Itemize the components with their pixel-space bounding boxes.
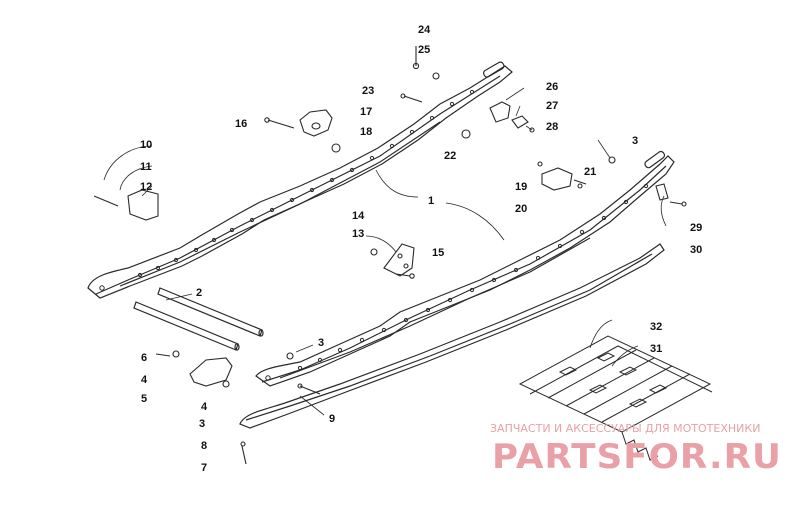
callout-3: 3	[632, 135, 638, 147]
callout-12: 12	[140, 181, 152, 193]
callout-16: 16	[235, 118, 247, 130]
leader-lines	[103, 87, 667, 416]
callout-25: 25	[418, 44, 430, 56]
callout-10: 10	[140, 139, 152, 151]
callout-29: 29	[690, 222, 702, 234]
callout-15: 15	[432, 247, 444, 259]
rail-lower-right-holes	[265, 183, 649, 381]
callout-11: 11	[140, 161, 152, 173]
callout-6: 6	[141, 352, 147, 364]
callout-24: 24	[418, 24, 431, 36]
callout-22: 22	[444, 150, 456, 162]
rail-upper-left-holes	[99, 89, 475, 291]
callout-4: 4	[141, 374, 148, 386]
callout-17: 17	[360, 106, 372, 118]
callout-23: 23	[362, 85, 374, 97]
hardware-parts	[93, 46, 687, 465]
track-section	[518, 335, 713, 461]
callout-8: 8	[201, 440, 207, 452]
callout-20: 20	[515, 203, 527, 215]
callout-3: 3	[318, 337, 324, 349]
slide-wear-strip	[239, 243, 665, 429]
callout-4: 4	[201, 401, 208, 413]
callout-27: 27	[546, 100, 558, 112]
callout-7: 7	[201, 462, 207, 474]
callout-5: 5	[141, 393, 147, 405]
callout-9: 9	[329, 413, 335, 425]
callout-13: 13	[352, 228, 364, 240]
callout-19: 19	[515, 181, 527, 193]
callout-21: 21	[584, 166, 596, 178]
callout-30: 30	[690, 244, 702, 256]
callout-31: 31	[650, 343, 662, 355]
watermark: ЗАПЧАСТИ И АКСЕССУАРЫ ДЛЯ МОТОТЕХНИКИ PA…	[490, 422, 782, 477]
callout-14: 14	[352, 210, 365, 222]
cross-shafts	[133, 287, 264, 351]
callout-labels: 1 2 3 3 3 4 4 5 6 7 8 9 10 11 12 13 14 1…	[140, 24, 702, 474]
callout-1: 1	[428, 195, 434, 207]
callout-18: 18	[360, 126, 372, 138]
watermark-tagline: ЗАПЧАСТИ И АКСЕССУАРЫ ДЛЯ МОТОТЕХНИКИ	[490, 422, 760, 435]
callout-3: 3	[199, 418, 205, 430]
callout-2: 2	[196, 287, 202, 299]
rail-upper-left	[87, 61, 513, 299]
watermark-brand: PARTSFOR.RU	[492, 437, 782, 477]
rail-lower-right	[255, 150, 675, 387]
callout-32: 32	[650, 321, 662, 333]
callout-28: 28	[546, 121, 558, 133]
callout-26: 26	[546, 81, 558, 93]
